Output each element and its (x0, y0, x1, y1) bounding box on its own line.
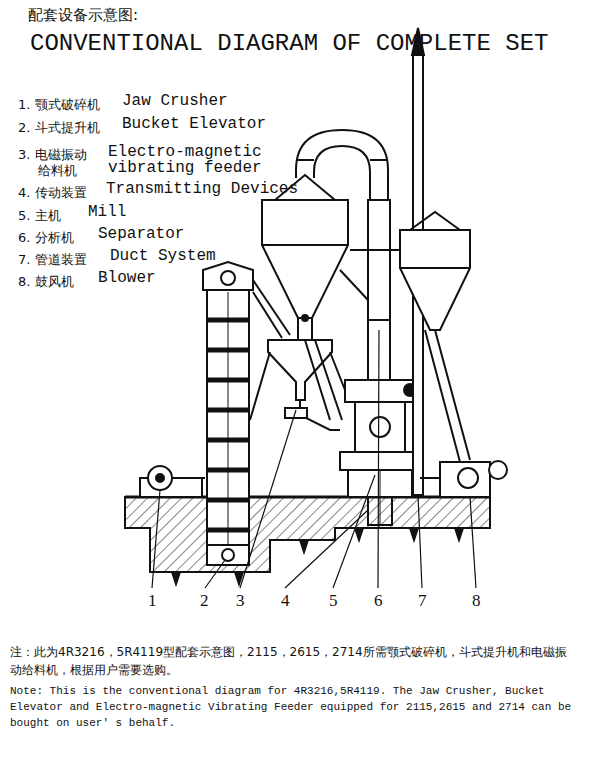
callout-number: 3 (235, 591, 246, 611)
callout-number: 7 (417, 591, 428, 611)
part-name-cn: 8. 鼓风机 (18, 273, 74, 291)
part-name-cn: 7. 管道装置 (18, 251, 87, 269)
part-name: Bucket Elevator (122, 115, 266, 133)
part-name: Mill (88, 203, 126, 221)
callout-number: 1 (147, 591, 158, 611)
machine-drawing (125, 28, 507, 588)
callout-number: 4 (280, 591, 291, 611)
part-name: Blower (98, 269, 156, 287)
part-name: Jaw Crusher (122, 92, 228, 110)
note-cn: 注：此为4R3216，5R4119型配套示意图，2115，2615，2714所需… (10, 643, 570, 679)
note: Note: This is the conventional diagram f… (10, 683, 580, 731)
heading-cn: 配套设备示意图: (28, 6, 138, 25)
callout-number: 6 (373, 591, 384, 611)
part-name-cn: 2. 斗式提升机 (18, 119, 100, 137)
callout-number: 2 (199, 591, 210, 611)
part-name-cn: 1. 颚式破碎机 (18, 96, 100, 114)
part-name: Duct System (110, 247, 216, 265)
part-name-cn: 4. 传动装置 (18, 184, 87, 202)
part-name: Electro-magnetic vibrating feeder (108, 144, 276, 176)
part-name-cn: 3. 电磁振动给料机 (18, 147, 94, 179)
diagram-title: CONVENTIONAL DIAGRAM OF COMPLETE SET (30, 30, 548, 57)
part-name: Separator (98, 225, 184, 243)
part-name: Transmitting Devices (106, 180, 298, 198)
callout-number: 8 (471, 591, 482, 611)
part-name-cn: 6. 分析机 (18, 229, 74, 247)
part-name-cn: 5. 主机 (18, 207, 61, 225)
callout-number: 5 (328, 591, 339, 611)
